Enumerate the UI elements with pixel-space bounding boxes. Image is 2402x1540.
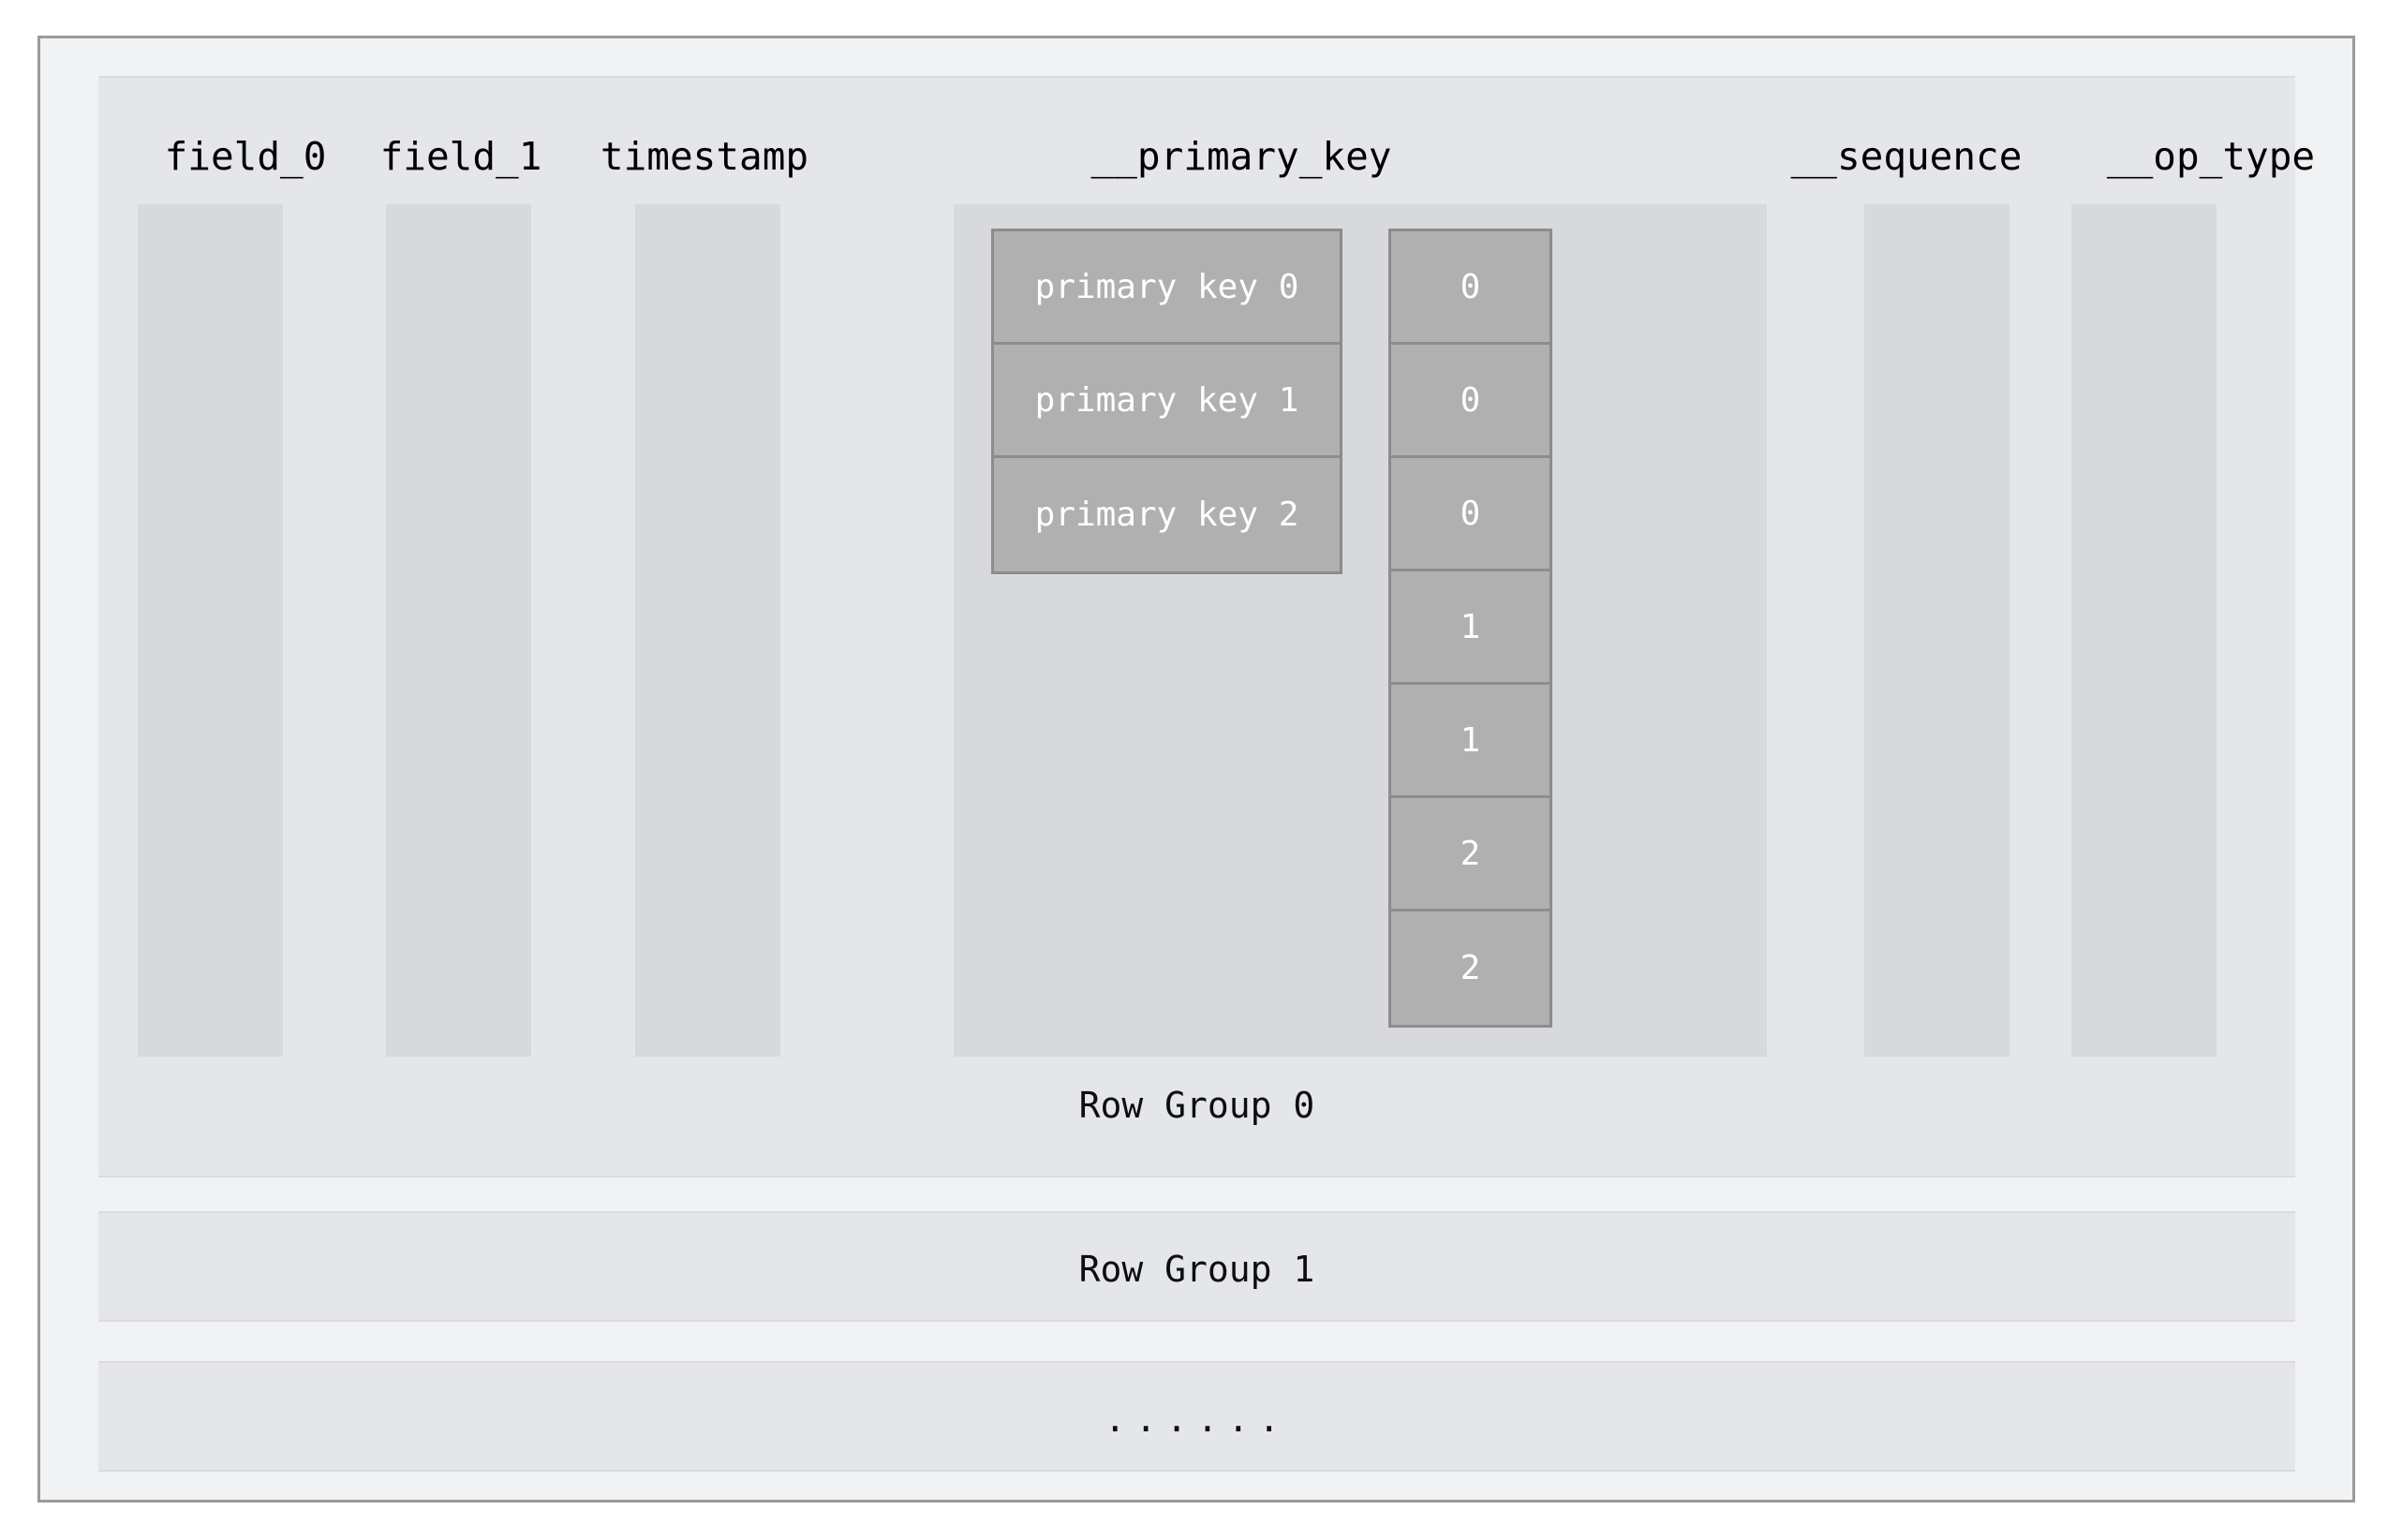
- row-group-more-panel[interactable]: ......: [98, 1361, 2295, 1472]
- column-header-field-0: field_0: [164, 134, 327, 179]
- column-header-sequence: __sequence: [1790, 134, 2023, 179]
- sequence-cell[interactable]: 0: [1391, 458, 1549, 571]
- row-group-more-caption: ......: [1104, 1399, 1290, 1440]
- sequence-cell[interactable]: 1: [1391, 571, 1549, 685]
- column-block-sequence[interactable]: [1864, 204, 2009, 1057]
- primary-key-cell[interactable]: primary key 1: [994, 345, 1340, 458]
- file-frame: field_0 field_1 timestamp __primary_key …: [37, 36, 2355, 1503]
- column-block-timestamp[interactable]: [635, 204, 780, 1057]
- column-block-primary-key[interactable]: primary key 0 primary key 1 primary key …: [954, 204, 1767, 1057]
- primary-key-cell[interactable]: primary key 2: [994, 458, 1340, 571]
- sequence-cell[interactable]: 0: [1391, 231, 1549, 345]
- column-block-field-0[interactable]: [138, 204, 283, 1057]
- sequence-cell[interactable]: 0: [1391, 345, 1549, 458]
- sequence-cell-stack[interactable]: 0 0 0 1 1 2 2: [1388, 229, 1552, 1028]
- primary-key-cell-stack[interactable]: primary key 0 primary key 1 primary key …: [991, 229, 1342, 574]
- row-group-1-panel[interactable]: Row Group 1: [98, 1211, 2295, 1322]
- primary-key-cell[interactable]: primary key 0: [994, 231, 1340, 345]
- column-block-op-type[interactable]: [2071, 204, 2217, 1057]
- row-group-0-caption: Row Group 0: [1078, 1085, 1315, 1126]
- row-group-1-caption: Row Group 1: [1078, 1249, 1315, 1290]
- row-group-0-panel[interactable]: field_0 field_1 timestamp __primary_key …: [98, 76, 2315, 1177]
- column-header-field-1: field_1: [379, 134, 542, 179]
- column-header-primary-key: __primary_key: [1090, 134, 1392, 179]
- sequence-cell[interactable]: 2: [1391, 798, 1549, 911]
- sequence-cell[interactable]: 2: [1391, 911, 1549, 1025]
- column-block-field-1[interactable]: [386, 204, 531, 1057]
- column-header-timestamp: timestamp: [600, 134, 809, 179]
- sequence-cell[interactable]: 1: [1391, 685, 1549, 798]
- column-header-op-type: __op_type: [2106, 134, 2316, 179]
